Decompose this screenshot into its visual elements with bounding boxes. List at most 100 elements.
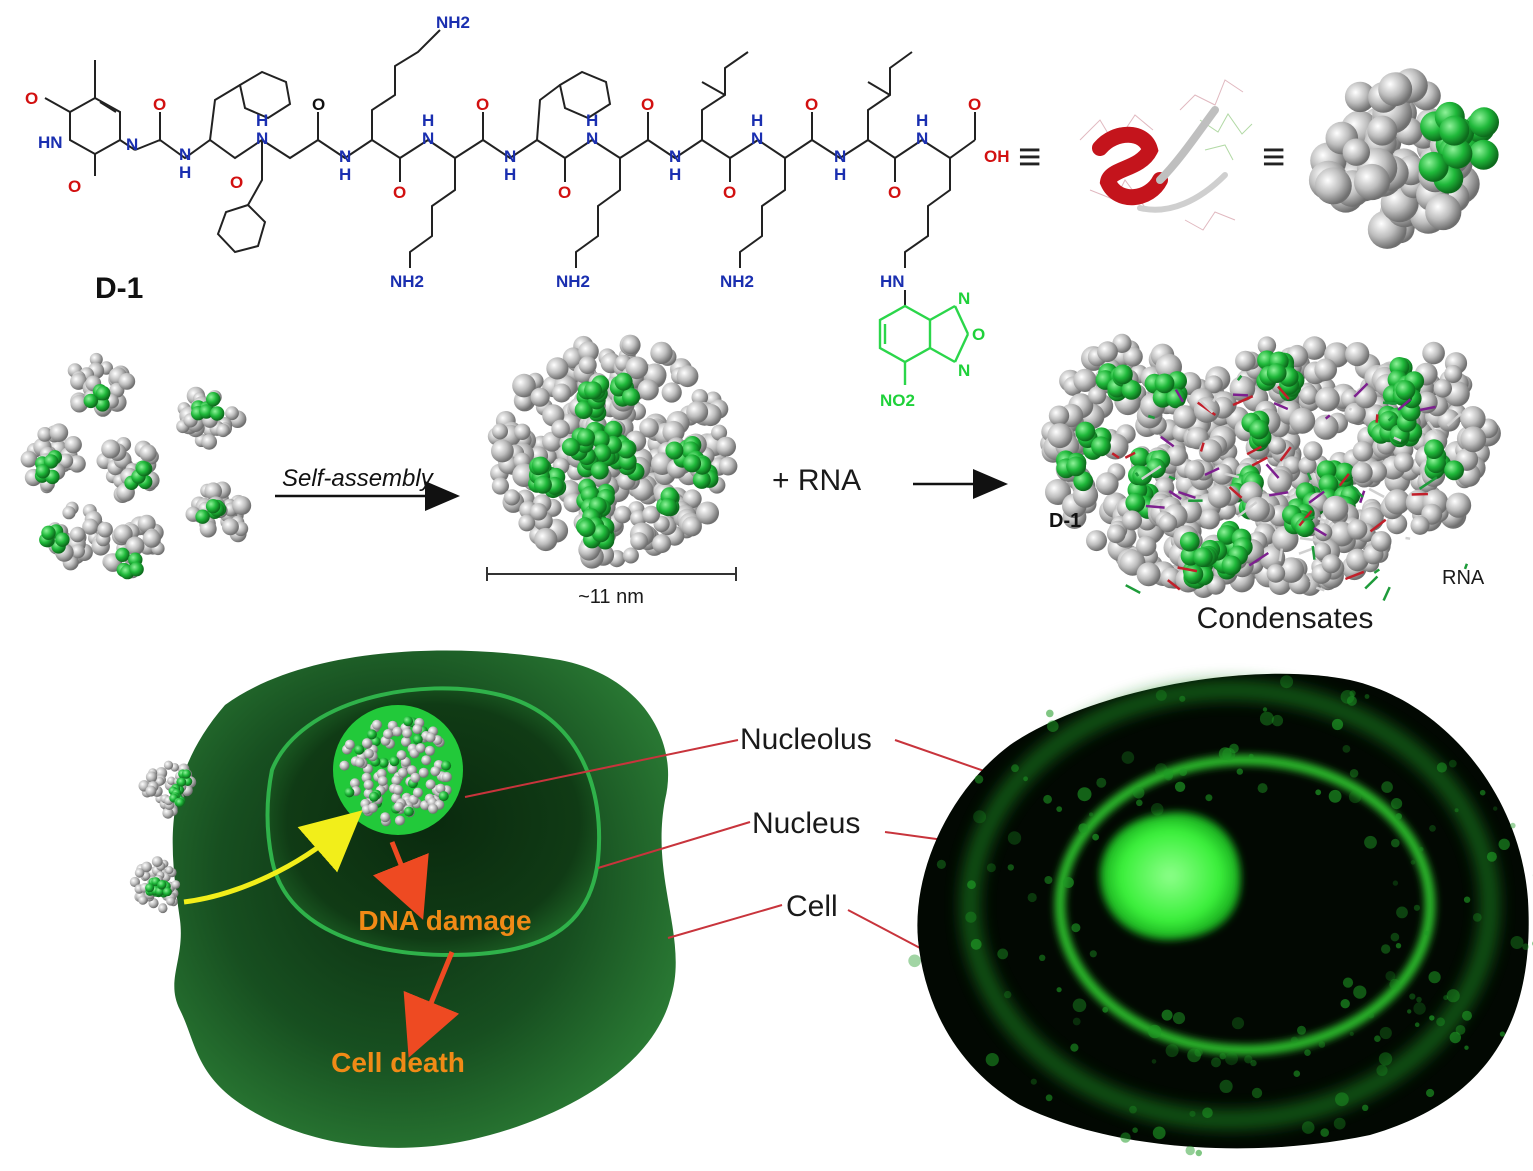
rna-segment	[1317, 516, 1329, 524]
rna-segment	[1147, 414, 1156, 420]
signal-speck	[1391, 798, 1403, 810]
signal-speck	[1391, 838, 1400, 848]
atom-sphere	[630, 532, 648, 550]
signal-speck	[1070, 1043, 1079, 1052]
atom-sphere	[681, 516, 702, 537]
signal-speck	[1043, 794, 1052, 804]
signal-speck	[1413, 1002, 1426, 1015]
atom-sphere	[716, 436, 736, 457]
atom-o: O	[968, 95, 981, 114]
atom-sphere	[625, 356, 649, 380]
rna-segment	[1350, 484, 1364, 498]
signal-speck	[1089, 812, 1093, 817]
atom-sphere	[1047, 423, 1073, 449]
atom-sphere	[165, 866, 174, 875]
signal-speck	[1395, 813, 1403, 820]
atom-sphere	[58, 453, 74, 469]
signal-speck	[1248, 753, 1254, 759]
scale-label: ~11 nm	[578, 586, 644, 608]
atom-sphere	[1384, 489, 1411, 515]
signal-speck	[1121, 751, 1135, 764]
signal-speck	[1077, 787, 1092, 802]
atom-n: N	[751, 129, 763, 148]
probe-sphere	[1318, 474, 1339, 494]
rna-segment	[1251, 456, 1268, 467]
probe-sphere	[205, 499, 221, 514]
atom-h: H	[586, 111, 598, 130]
atom-n: N	[958, 361, 970, 380]
signal-speck	[1449, 1031, 1462, 1044]
carbonyl-bonds	[159, 112, 976, 182]
signal-speck	[1262, 707, 1268, 712]
self-assembly-label: Self-assembly	[282, 465, 435, 492]
signal-speck	[1436, 1017, 1445, 1027]
leader-line	[464, 739, 739, 798]
atom-sphere	[151, 856, 163, 867]
atom-sphere	[1097, 341, 1118, 363]
atom-oh: OH	[984, 147, 1010, 166]
signal-speck	[1293, 1070, 1301, 1077]
signal-speck	[1229, 743, 1239, 754]
atom-sphere	[339, 760, 350, 771]
probe-sphere	[617, 440, 636, 459]
probe-sphere	[206, 392, 221, 407]
atom-sphere	[1048, 405, 1070, 426]
signal-speck	[1455, 1025, 1466, 1035]
signal-speck	[1259, 711, 1274, 726]
atom-n: N	[256, 129, 268, 148]
rna-segment	[1167, 579, 1181, 591]
atom-sphere	[1136, 535, 1157, 557]
probe-sphere	[614, 372, 633, 391]
signal-speck	[965, 911, 977, 923]
uptake-arrow	[183, 810, 363, 905]
atom-sphere	[514, 423, 531, 440]
signal-speck	[1342, 977, 1354, 988]
atom-o: O	[230, 173, 243, 192]
rna-segment	[1405, 536, 1411, 540]
signal-speck	[1185, 1145, 1195, 1156]
cell-callout: Cell	[786, 890, 838, 923]
probe-sphere	[55, 532, 70, 547]
atom-h: H	[422, 111, 434, 130]
atom-sphere	[1344, 81, 1376, 113]
atom-n: N	[422, 129, 434, 148]
probe-sphere	[210, 406, 225, 421]
rna-segment	[1306, 472, 1313, 481]
probe-sphere	[35, 464, 50, 479]
rna-segment	[1168, 490, 1182, 501]
atom-sphere	[418, 767, 429, 778]
atom-sphere	[37, 427, 53, 442]
probe-sphere	[531, 456, 550, 475]
atom-sphere	[424, 745, 435, 756]
signal-speck	[1080, 831, 1085, 837]
atom-sphere	[415, 743, 426, 754]
probe-sphere	[1442, 138, 1473, 169]
atom-hn: HN	[38, 133, 63, 152]
atom-sphere	[552, 383, 572, 403]
rna-segment	[1134, 472, 1140, 477]
rna-segment	[1368, 487, 1385, 499]
rna-segment	[1199, 400, 1214, 414]
probe-sphere	[162, 887, 172, 897]
signal-speck	[1027, 892, 1037, 903]
signal-speck	[1510, 822, 1516, 829]
atom-sphere	[1410, 515, 1430, 535]
probe-sphere	[1121, 380, 1142, 400]
probe-sphere	[1469, 107, 1499, 138]
atom-sphere	[686, 401, 709, 423]
rna-segment	[1212, 396, 1217, 403]
atom-sphere	[97, 521, 113, 538]
rna-segment	[1160, 435, 1175, 448]
atom-sphere	[546, 357, 569, 380]
signal-speck	[1378, 1052, 1393, 1066]
atom-sphere	[1302, 336, 1327, 360]
atom-sphere	[129, 876, 140, 888]
rna-segment	[1299, 536, 1319, 542]
atom-sphere	[412, 787, 423, 798]
signal-speck	[1071, 923, 1081, 933]
signal-speck	[1072, 998, 1087, 1013]
probe-sphere	[604, 420, 623, 439]
atom-sphere	[425, 779, 436, 790]
signal-speck	[1236, 768, 1244, 775]
rna-segment	[1308, 490, 1325, 504]
